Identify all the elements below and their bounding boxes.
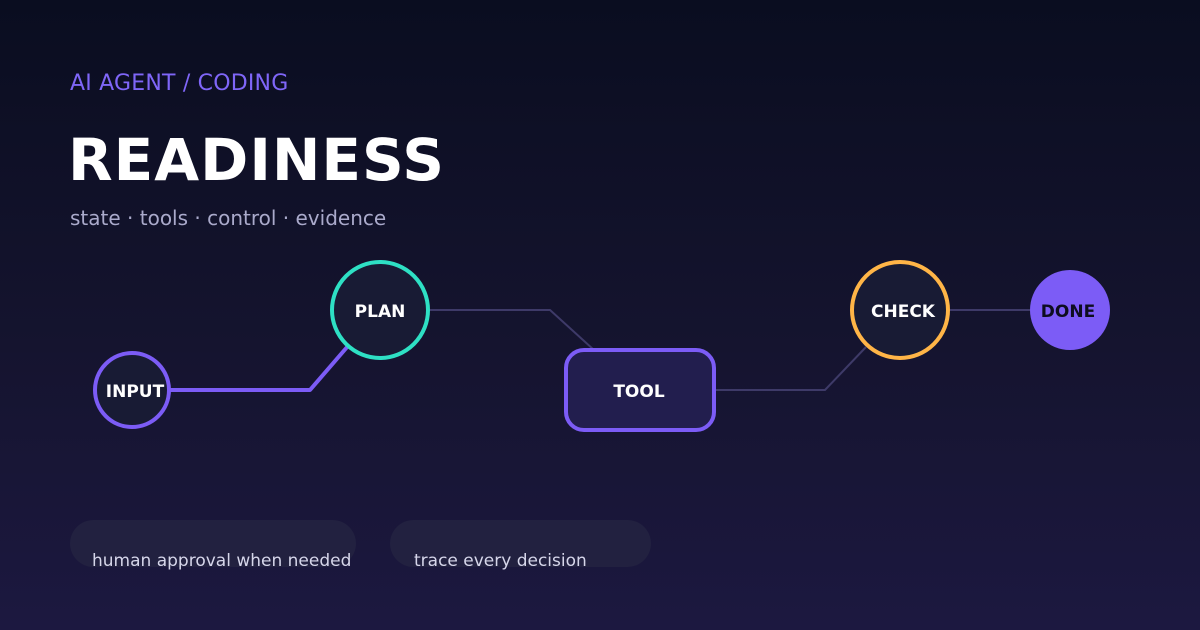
node-input-ring bbox=[93, 351, 171, 429]
eyebrow-label: AI AGENT / CODING bbox=[70, 71, 289, 96]
node-plan-ring bbox=[330, 260, 430, 360]
node-plan: PLAN bbox=[330, 260, 430, 360]
page-title: READINESS bbox=[68, 126, 445, 194]
node-tool-box bbox=[564, 348, 716, 432]
node-tool: TOOL bbox=[564, 348, 716, 432]
connector-plan-tool bbox=[430, 309, 595, 351]
node-check: CHECK bbox=[850, 260, 950, 360]
connector-tool-check bbox=[715, 346, 867, 391]
node-done-disc bbox=[1030, 270, 1110, 350]
node-done-label: DONE bbox=[1041, 302, 1095, 322]
pill-trace-label: trace every decision bbox=[414, 551, 587, 571]
pill-approval bbox=[70, 520, 356, 567]
node-check-ring bbox=[850, 260, 950, 360]
node-tool-label: TOOL bbox=[613, 382, 664, 402]
node-check-label: CHECK bbox=[871, 302, 936, 322]
node-input-label: INPUT bbox=[106, 382, 165, 402]
node-input: INPUT bbox=[93, 351, 171, 429]
pill-approval-label: human approval when needed bbox=[92, 551, 352, 571]
node-done: DONE bbox=[1030, 270, 1110, 350]
subtitle: state · tools · control · evidence bbox=[70, 206, 387, 230]
pill-trace bbox=[390, 520, 651, 567]
node-plan-label: PLAN bbox=[355, 302, 406, 322]
connector-input-plan bbox=[168, 344, 350, 392]
